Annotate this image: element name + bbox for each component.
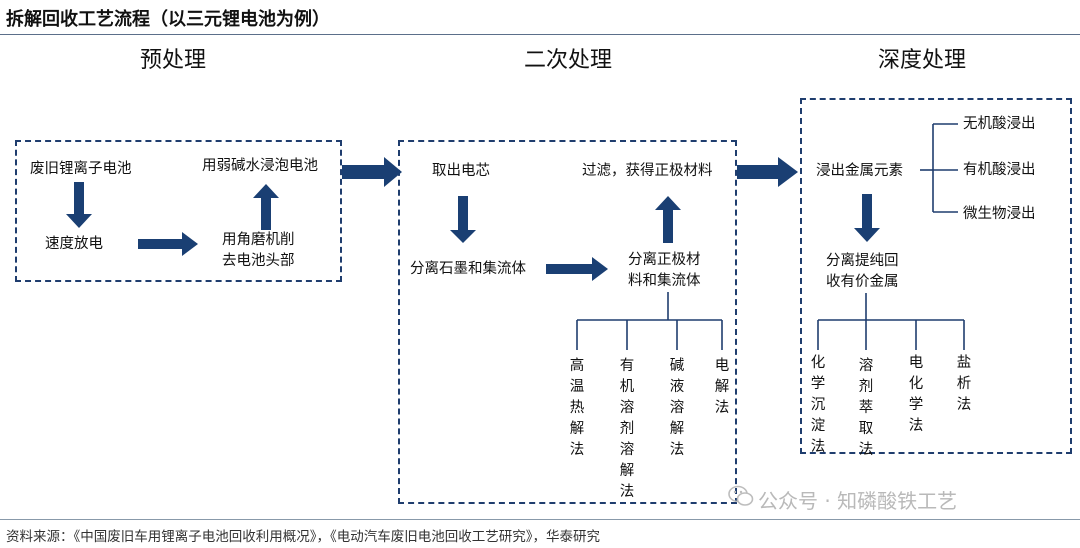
arrow-right-pre bbox=[138, 232, 198, 256]
node-purify-line1: 分离提纯回 bbox=[826, 253, 899, 269]
node-take-core: 取出电芯 bbox=[432, 163, 490, 179]
method-organic-solvent: 有机溶剂溶解法 bbox=[619, 358, 635, 500]
node-separate-graphite: 分离石墨和集流体 bbox=[410, 261, 526, 277]
node-fast-discharge: 速度放电 bbox=[45, 236, 103, 252]
method-high-temp-pyrolysis: 高温热解法 bbox=[569, 358, 585, 458]
source-note: 资料来源：《中国废旧车用锂离子电池回收利用概况》，《电动汽车废旧电池回收工艺研究… bbox=[6, 529, 600, 545]
stage-pre-heading: 预处理 bbox=[140, 48, 207, 73]
footer-divider bbox=[0, 519, 1080, 520]
arrow-up-pre bbox=[253, 184, 279, 230]
secondary-process-box bbox=[398, 140, 737, 504]
arrow-down-secondary bbox=[450, 196, 476, 243]
arrow-pre-to-secondary bbox=[342, 157, 402, 187]
leach-organic-acid: 有机酸浸出 bbox=[963, 162, 1036, 178]
title-divider bbox=[0, 34, 1080, 35]
arrow-down-pre bbox=[66, 182, 92, 228]
stage-secondary-heading: 二次处理 bbox=[524, 48, 613, 73]
arrow-right-secondary bbox=[546, 257, 608, 281]
leach-inorganic-acid: 无机酸浸出 bbox=[963, 116, 1036, 132]
page-title: 拆解回收工艺流程（以三元锂电池为例） bbox=[6, 9, 330, 30]
node-waste-battery: 废旧锂离子电池 bbox=[30, 161, 132, 177]
watermark: 公众号 · 知磷酸铁工艺 bbox=[758, 489, 958, 513]
node-sep-cathode-line1: 分离正极材 bbox=[628, 252, 701, 268]
stage-deep-heading: 深度处理 bbox=[878, 48, 967, 73]
arrow-up-secondary bbox=[655, 196, 681, 243]
method-solvent-extraction: 溶剂萃取法 bbox=[858, 358, 874, 458]
method-electrochemical: 电化学法 bbox=[908, 355, 924, 434]
node-leach-metal: 浸出金属元素 bbox=[816, 163, 903, 179]
node-cut-head-line1: 用角磨机削 bbox=[222, 232, 295, 248]
node-purify-line2: 收有价金属 bbox=[826, 274, 899, 290]
node-alkali-soak: 用弱碱水浸泡电池 bbox=[202, 158, 318, 174]
node-sep-cathode-line2: 料和集流体 bbox=[628, 273, 701, 289]
method-salting-out: 盐析法 bbox=[956, 355, 972, 413]
node-filter-cathode: 过滤，获得正极材料 bbox=[582, 163, 713, 179]
deep-process-box bbox=[800, 98, 1072, 454]
pre-process-box bbox=[15, 140, 342, 282]
arrow-down-deep bbox=[854, 194, 880, 242]
leach-microbial: 微生物浸出 bbox=[963, 206, 1036, 222]
wechat-icon bbox=[728, 485, 754, 506]
method-alkali-dissolution: 碱液溶解法 bbox=[669, 358, 685, 458]
arrow-secondary-to-deep bbox=[737, 157, 798, 187]
method-chemical-precipitation: 化学沉淀法 bbox=[810, 355, 826, 455]
method-electrolysis: 电解法 bbox=[714, 358, 730, 416]
node-cut-head-line2: 去电池头部 bbox=[222, 253, 295, 269]
